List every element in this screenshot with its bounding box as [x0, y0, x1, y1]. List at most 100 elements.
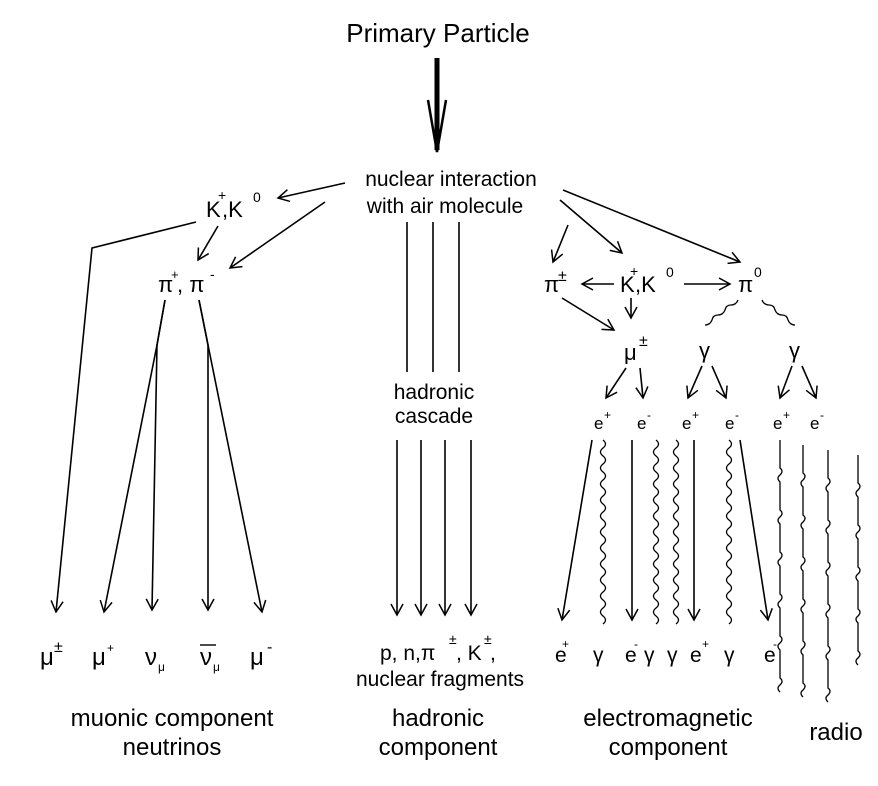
svg-text:K: K: [206, 197, 221, 222]
svg-text:μ: μ: [624, 340, 637, 365]
gamma-a-label: γ: [699, 338, 710, 363]
svg-text:+: +: [783, 408, 790, 422]
svg-text:+: +: [604, 408, 611, 422]
muon-mid-label: μ ±: [624, 333, 648, 365]
hadronic-cascade-line2: cascade: [395, 405, 473, 428]
em-component-line2: component: [609, 734, 728, 761]
svg-text:0: 0: [754, 264, 762, 280]
svg-text:γ: γ: [644, 644, 655, 667]
radio-line: [800, 445, 806, 698]
diagram-title: Primary Particle: [346, 18, 529, 48]
right-middle-arrows: [561, 277, 732, 331]
pion-zero-label: π 0: [738, 264, 762, 297]
svg-text:+: +: [171, 267, 179, 282]
muon-mid-arrows: [605, 367, 649, 400]
svg-text:e: e: [690, 644, 702, 667]
hadronic-cascade-lines: [406, 222, 460, 372]
svg-text:π: π: [544, 272, 559, 297]
svg-text:-: -: [634, 637, 638, 651]
product-mu-plus: μ: [92, 644, 106, 671]
svg-text:e: e: [555, 644, 567, 667]
svg-text:+: +: [562, 637, 569, 651]
photon-wavy-line: [599, 439, 607, 625]
svg-text:-: -: [267, 639, 272, 656]
svg-text:, K: , K: [456, 642, 482, 665]
svg-text:-: -: [647, 408, 651, 422]
kaon-left-label: K + ,K 0: [206, 187, 261, 222]
interaction-label-line1: nuclear interaction: [365, 168, 537, 191]
pion-left-label: π + , π -: [158, 266, 215, 297]
em-shower-lines: [557, 439, 773, 622]
svg-text:+: +: [218, 187, 226, 203]
svg-text:μ: μ: [158, 660, 165, 674]
svg-text:π: π: [158, 272, 173, 297]
radio-line: [777, 440, 783, 693]
svg-text:±: ±: [54, 639, 63, 656]
svg-text:e: e: [594, 414, 603, 433]
em-products: e + γ e - γ γ e + γ e -: [555, 637, 777, 667]
svg-text:-: -: [210, 266, 215, 282]
svg-text:,: ,: [490, 642, 496, 665]
svg-text:±: ±: [449, 631, 457, 647]
kaon-left-arrows: [50, 221, 219, 614]
pion-zero-wavy: [704, 299, 796, 326]
svg-text:,K: ,K: [222, 197, 243, 222]
radio-component-label: radio: [809, 719, 862, 746]
hadronic-component-line2: component: [379, 734, 498, 761]
svg-text:p, n,π: p, n,π: [380, 642, 435, 665]
svg-text:K: K: [620, 272, 635, 297]
gamma-arrows: [686, 365, 818, 400]
svg-text:nuclear fragments: nuclear fragments: [356, 668, 524, 691]
svg-text:e: e: [637, 414, 646, 433]
svg-text:π: π: [738, 272, 753, 297]
hadronic-component-line1: hadronic: [392, 705, 484, 732]
product-mu-minus: μ: [250, 644, 264, 671]
svg-text:e: e: [810, 414, 819, 433]
svg-text:±: ±: [558, 268, 567, 285]
photon-wavy-line: [652, 439, 660, 625]
svg-text:e: e: [625, 644, 637, 667]
svg-text:μ: μ: [213, 660, 220, 674]
em-component-line1: electromagnetic: [583, 705, 752, 732]
svg-text:e: e: [725, 414, 734, 433]
radio-line: [855, 455, 861, 666]
photon-wavy-line: [672, 439, 680, 625]
svg-text:e: e: [764, 644, 776, 667]
svg-text:±: ±: [639, 333, 648, 350]
svg-text:+: +: [107, 641, 114, 655]
svg-text:, π: , π: [177, 272, 204, 297]
product-nu-mu: ν: [145, 644, 157, 671]
hadronic-cascade-line1: hadronic: [394, 381, 475, 404]
svg-text:+: +: [702, 637, 709, 651]
svg-text:e: e: [682, 414, 691, 433]
interaction-arrows: [228, 182, 742, 269]
pion-left-decays: [99, 299, 267, 614]
svg-text:0: 0: [253, 189, 261, 205]
svg-text:0: 0: [666, 264, 674, 280]
photon-wavy-line: [725, 439, 733, 625]
svg-text:,K: ,K: [635, 272, 656, 297]
product-mu-plusminus: μ: [40, 644, 54, 671]
svg-text:e: e: [773, 414, 782, 433]
muonic-products: μ ± μ + ν μ ν μ μ -: [40, 639, 272, 674]
interaction-label-line2: with air molecule: [366, 195, 523, 218]
primary-arrow: [426, 58, 448, 153]
product-antinu-mu: ν: [200, 644, 212, 671]
gamma-b-label: γ: [789, 338, 800, 363]
svg-text:γ: γ: [667, 644, 678, 667]
svg-text:-: -: [773, 637, 777, 651]
pion-right-label: π ±: [544, 268, 567, 297]
radio-lines: [777, 440, 861, 703]
svg-text:+: +: [692, 408, 699, 422]
em-photon-wavy-lines: [599, 439, 733, 625]
kaon-right-label: K + ,K 0: [620, 263, 674, 297]
hadronic-cascade-arrows: [390, 440, 478, 617]
svg-text:γ: γ: [724, 644, 735, 667]
svg-text:γ: γ: [593, 644, 604, 667]
hadronic-products: p, n,π ± , K ± , nuclear fragments: [356, 631, 524, 691]
muonic-component-label: muonic component: [71, 705, 274, 732]
pair-labels: e + e - e + e - e + e -: [594, 408, 824, 433]
svg-text:+: +: [630, 263, 638, 279]
radio-line: [825, 450, 831, 703]
